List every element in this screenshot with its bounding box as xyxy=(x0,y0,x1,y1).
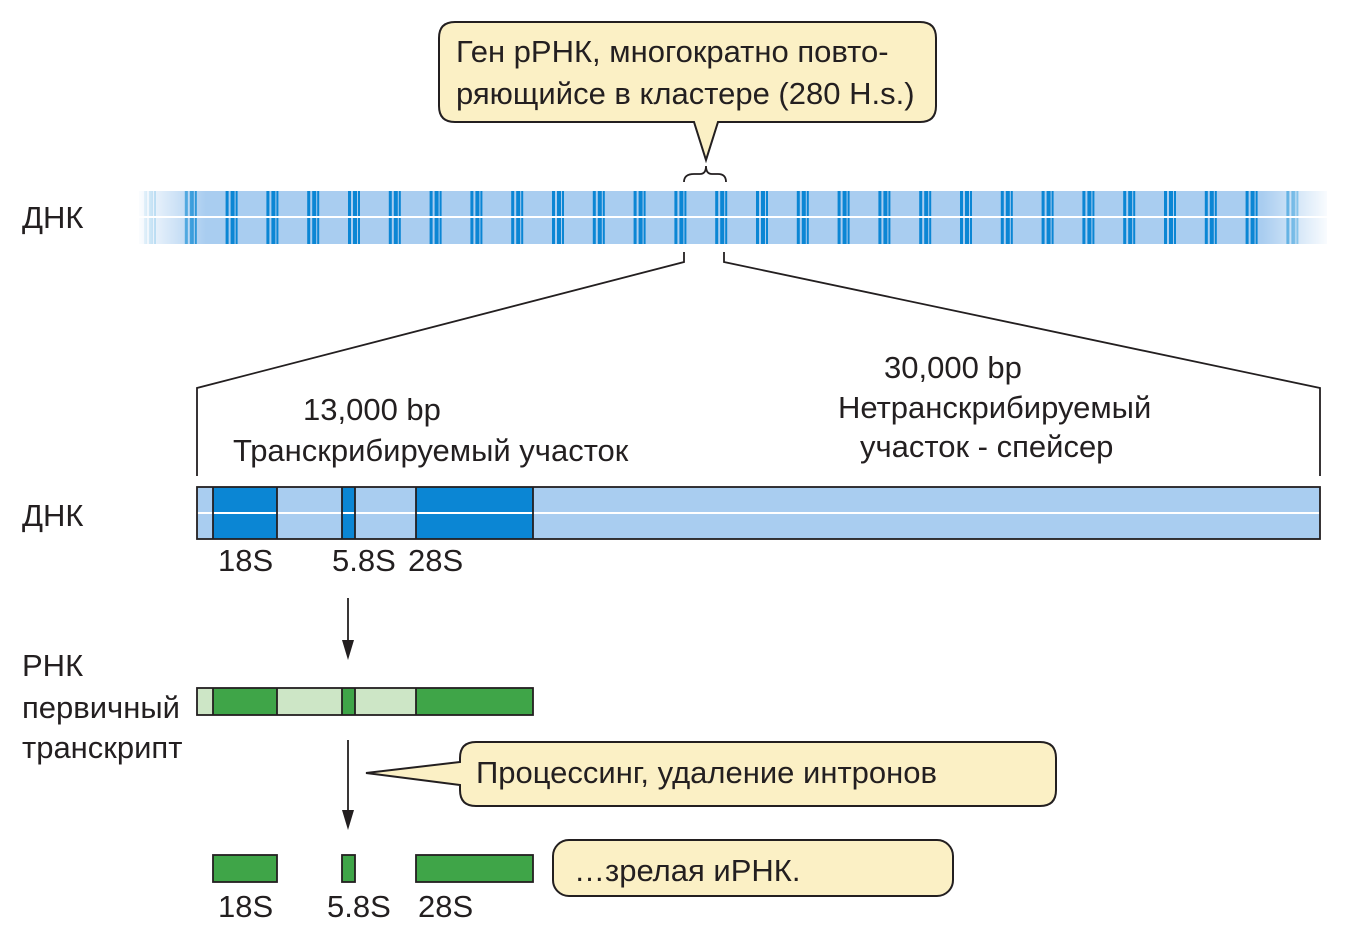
mature-18s xyxy=(212,854,278,883)
mature-28s xyxy=(415,854,534,883)
strip-fade-right xyxy=(1262,189,1332,246)
transcribed-region-label: Транскрибируемый участок xyxy=(233,433,629,468)
dna-detail-bar xyxy=(196,486,1321,540)
rna-label-line3: транскрипт xyxy=(22,730,182,765)
mature-callout: …зрелая иРНК. xyxy=(552,839,954,897)
rna-label-line2: первичный xyxy=(22,690,180,725)
dna-top-label: ДНК xyxy=(22,200,83,235)
processing-text: Процессинг, удаление интронов xyxy=(476,755,937,790)
rna-18s-segment xyxy=(213,688,277,715)
rna-58s-segment xyxy=(342,688,355,715)
zoom-lines xyxy=(196,252,1321,476)
repeat-brace xyxy=(683,165,727,183)
mature-rrnas xyxy=(212,854,534,883)
gene-cluster-bubble xyxy=(438,21,937,164)
dna-segment-dividers xyxy=(212,487,534,539)
strip-fade-left xyxy=(136,189,206,246)
rna-segment-dividers xyxy=(212,688,417,715)
mature-bubble xyxy=(552,839,954,897)
processing-bubble xyxy=(365,741,1057,807)
dna-detail-label: ДНК xyxy=(22,498,83,533)
mature-18s-label: 18S xyxy=(218,889,273,924)
mature-58s-label: 5.8S xyxy=(327,889,391,924)
dna-repeat-strip xyxy=(136,189,1332,246)
rna-28s-segment xyxy=(416,688,533,715)
transcribed-length: 13,000 bp xyxy=(303,392,441,427)
mature-58s xyxy=(341,854,356,883)
spacer-label-line1: Нетранскрибируемый xyxy=(838,390,1151,425)
gene-cluster-text-line2: ряющийсе в кластере (280 H.s.) xyxy=(456,76,915,111)
zoom-line-right xyxy=(723,252,1321,476)
processing-arrow xyxy=(342,740,354,830)
primary-transcript-bar xyxy=(196,687,534,716)
processing-callout: Процессинг, удаление интронов xyxy=(365,741,1057,807)
zoom-line-left xyxy=(196,252,685,476)
mature-28s-label: 28S xyxy=(418,889,473,924)
gene-cluster-text-line1: Ген рРНК, многократно повто- xyxy=(456,34,889,69)
mature-text: …зрелая иРНК. xyxy=(574,853,800,888)
gene-cluster-callout: Ген рРНК, многократно повто- ряющийсе в … xyxy=(438,21,937,164)
dna-18s-label: 18S xyxy=(218,543,273,578)
spacer-length: 30,000 bp xyxy=(884,350,1022,385)
dna-detail-outline xyxy=(196,486,1321,540)
dna-28s-label: 28S xyxy=(408,543,463,578)
dna-58s-label: 5.8S xyxy=(332,543,396,578)
transcription-arrow xyxy=(342,598,354,660)
rna-outline xyxy=(196,687,534,716)
rna-label-line1: РНК xyxy=(22,648,83,683)
spacer-label-line2: участок - спейсер xyxy=(860,429,1113,464)
